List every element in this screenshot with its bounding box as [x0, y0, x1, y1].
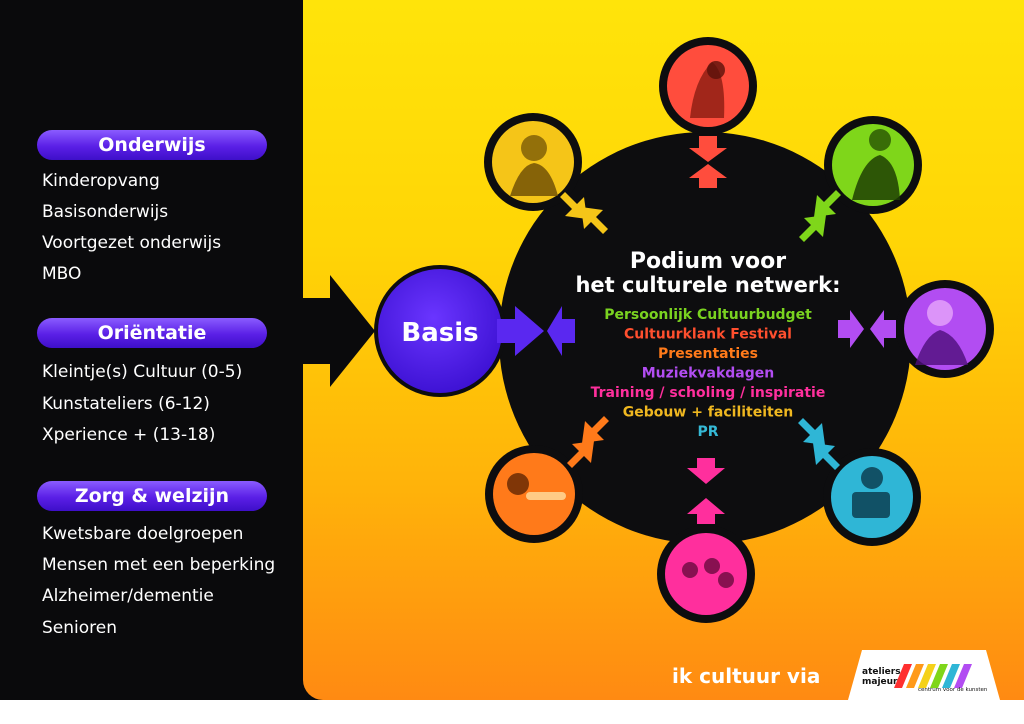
center-list-item: Cultuurklank Festival	[624, 327, 792, 343]
photo-top-right-head	[869, 129, 891, 151]
photo-bottom-head-1	[682, 562, 698, 578]
list-item: Mensen met een beperking	[42, 555, 276, 575]
logo-subtitle: centrum voor de kunsten	[918, 687, 988, 693]
list-item: Basisonderwijs	[42, 202, 169, 222]
logo-mark-stripes	[894, 664, 972, 688]
section-title-onderwijs: Onderwijs	[37, 130, 267, 160]
arrow-bottom-right-out	[798, 418, 825, 445]
list-item: Kinderopvang	[42, 171, 160, 191]
photo-top-right-figure	[852, 155, 900, 200]
list-item: Kleintje(s) Cultuur (0-5)	[42, 362, 243, 382]
logo-text: ateliers majeur	[862, 667, 901, 687]
arrow-bottom-right-in	[813, 443, 840, 470]
arrow-bottom-in	[687, 458, 725, 484]
center-title-line1: Podium voor	[630, 249, 786, 274]
arrow-top-left-out	[581, 207, 608, 234]
photo-bottom-left-head	[507, 473, 529, 495]
section-title-orientatie: Oriëntatie	[37, 318, 267, 348]
arrow-top-in	[689, 136, 727, 162]
list-item: Voortgezet onderwijs	[42, 233, 222, 253]
arrow-bottom-left-in	[567, 441, 594, 468]
arrow-bottom-left-out	[582, 416, 609, 443]
arrow-bottom-out	[687, 498, 725, 524]
photo-top-left-figure	[510, 163, 558, 196]
list-item: Kunstateliers (6-12)	[42, 394, 210, 414]
photo-bottom-head-3	[718, 572, 734, 588]
logo-line1: ateliers	[862, 667, 901, 677]
logo-line2: majeur	[862, 677, 898, 687]
photo-right-head	[927, 300, 953, 326]
list-item: Xperience + (13-18)	[42, 425, 216, 445]
photo-bottom-choir-icon	[665, 533, 747, 615]
arrow-right-out	[838, 310, 864, 348]
arrow-top-right-out	[799, 215, 826, 242]
basis-arrow-right	[497, 306, 544, 356]
basis-arrow-left	[547, 306, 575, 356]
list-item: Kwetsbare doelgroepen	[42, 524, 244, 544]
center-title-line2: het culturele netwerk:	[575, 273, 840, 297]
section-title-zorg-welzijn: Zorg & welzijn	[37, 481, 267, 511]
center-list-item: Training / scholing / inspiratie	[591, 385, 826, 401]
arrow-right-in	[870, 310, 896, 348]
photo-bottom-head-2	[704, 558, 720, 574]
photo-bottom-right-accordion	[852, 492, 890, 518]
poster: Onderwijs Kinderopvang Basisonderwijs Vo…	[0, 0, 1024, 700]
tagline: ik cultuur via	[672, 664, 821, 688]
photo-right-figure	[915, 330, 968, 365]
photo-top-head	[707, 61, 725, 79]
arrow-top-left-in	[560, 192, 587, 219]
left-panel	[0, 0, 340, 700]
basis-label: Basis	[401, 318, 478, 348]
center-list-item: Presentaties	[658, 346, 758, 362]
center-list-item: Gebouw + faciliteiten	[623, 405, 793, 421]
center-list-item: Persoonlijk Cultuurbudget	[604, 307, 812, 323]
list-item: Senioren	[42, 618, 117, 638]
main-arrow	[303, 275, 375, 387]
list-item: MBO	[42, 264, 82, 284]
arrow-top-out	[689, 164, 727, 188]
list-item: Alzheimer/dementie	[42, 586, 214, 606]
arrow-top-right-in	[814, 190, 841, 217]
center-list-item: PR	[697, 424, 718, 440]
photo-top-left-head	[521, 135, 547, 161]
photo-bottom-right-head	[861, 467, 883, 489]
center-list-item: Muziekvakdagen	[642, 366, 775, 382]
photo-bottom-left-trumpet	[526, 492, 566, 500]
